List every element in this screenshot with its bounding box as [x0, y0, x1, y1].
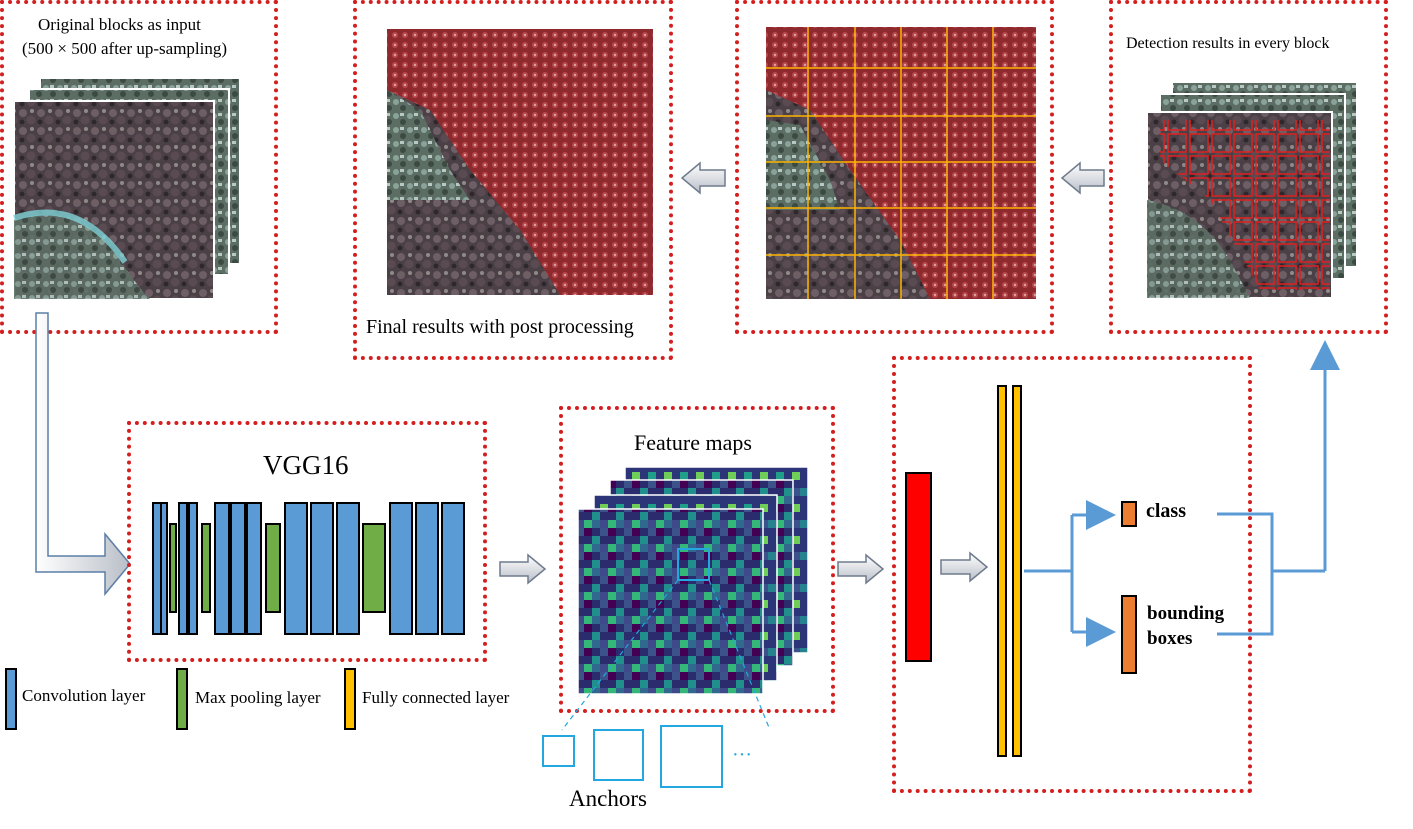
feature-maps-panel: [559, 406, 835, 713]
class-label: class: [1146, 500, 1186, 522]
conv-layer-2a: [178, 502, 188, 635]
input-blocks-panel: [0, 0, 278, 334]
conv-layer-4b: [310, 502, 334, 635]
vgg16-panel: [127, 421, 487, 662]
conv-layer-1b: [160, 502, 168, 635]
mosaic-panel: [735, 0, 1054, 334]
conv-layer-5c: [441, 502, 465, 635]
pool-layer-3: [265, 523, 281, 613]
fc-layer-1: [997, 385, 1007, 757]
feature-maps-title: Feature maps: [634, 430, 752, 455]
detection-title: Detection results in every block: [1126, 35, 1330, 52]
detection-head-panel: [892, 356, 1252, 793]
detection-panel: [1109, 0, 1388, 334]
class-output-box: [1121, 501, 1137, 527]
input-title-line2: (500 × 500 after up-sampling): [22, 39, 228, 58]
anchors-label: Anchors: [569, 786, 647, 811]
legend-pool-label: Max pooling layer: [195, 688, 321, 707]
final-results-caption: Final results with post processing: [366, 316, 634, 338]
legend-fc-swatch: [344, 668, 356, 730]
conv-layer-3a: [214, 502, 230, 635]
legend-conv-swatch: [5, 668, 17, 730]
bbox-label-line1: bounding: [1147, 603, 1225, 624]
bbox-label-line2: boxes: [1147, 628, 1193, 649]
conv-layer-2b: [188, 502, 198, 635]
conv-layer-5b: [415, 502, 439, 635]
fc-layer-2: [1012, 385, 1022, 757]
conv-layer-4a: [284, 502, 308, 635]
conv-layer-4c: [336, 502, 360, 635]
pool-layer-2: [201, 523, 211, 613]
legend-fc-label: Fully connected layer: [362, 688, 510, 707]
roi-feature-bar: [905, 472, 932, 662]
conv-layer-3c: [246, 502, 262, 635]
input-title-line1: Original blocks as input: [38, 15, 201, 34]
conv-layer-3b: [230, 502, 246, 635]
legend-pool-swatch: [176, 668, 188, 730]
pool-layer-4: [362, 523, 386, 613]
legend-conv-label: Convolution layer: [22, 686, 146, 705]
conv-layer-5a: [389, 502, 413, 635]
pool-layer-1: [169, 523, 177, 613]
vgg16-title: VGG16: [263, 450, 349, 480]
anchors-ellipsis: ···: [732, 744, 752, 766]
bbox-output-box: [1121, 595, 1137, 674]
final-results-panel: [353, 0, 673, 360]
